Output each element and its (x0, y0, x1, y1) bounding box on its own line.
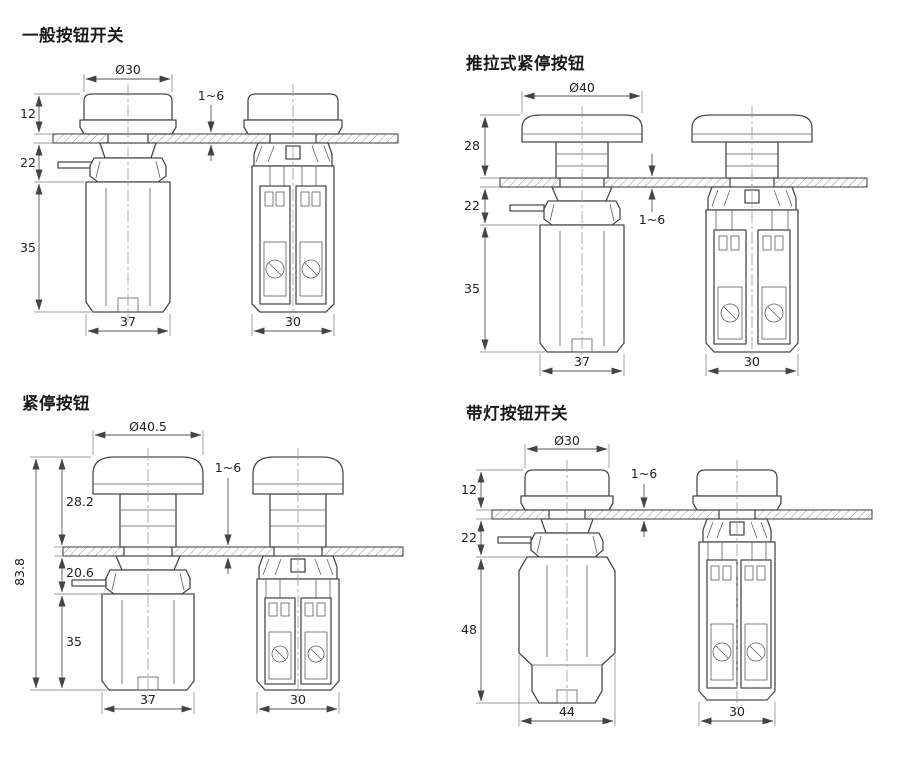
dim-mount-depth: 22 (464, 198, 480, 213)
side-view (252, 456, 344, 691)
section-general-title: 一般按钮开关 (22, 26, 124, 45)
dim-side-width: 30 (729, 704, 745, 719)
dim-front-width: 37 (574, 354, 590, 369)
drawing-general: Ø30 1~6 12 22 35 37 30 (20, 62, 399, 336)
terminal-screw (307, 645, 325, 663)
contact-block-right (300, 597, 332, 685)
centerlines (127, 84, 294, 322)
contact-block-left (259, 185, 291, 305)
front-view (509, 114, 643, 353)
dim-body-height: 35 (66, 634, 82, 649)
dim-mount-depth: 22 (461, 530, 477, 545)
front-view (57, 93, 177, 313)
dimensions: Ø40 28 22 35 1~6 37 30 (464, 82, 799, 376)
section-pushpull: 推拉式紧停按钮 (452, 50, 892, 384)
dim-front-width: 44 (559, 704, 575, 719)
switch-body (539, 224, 625, 353)
section-estop: 紧停按钮 (8, 390, 443, 722)
terminal-screw (746, 642, 766, 662)
dim-diameter: Ø40.5 (129, 422, 167, 434)
dim-mount-depth: 22 (20, 155, 36, 170)
terminal-screw (764, 303, 784, 323)
dimensions: Ø40.5 28.2 20.6 35 83.8 1~6 37 3 (12, 422, 340, 714)
dim-side-width: 30 (285, 314, 301, 329)
drawing-pushpull: Ø40 28 22 35 1~6 37 30 (464, 82, 868, 376)
release-lever (509, 204, 545, 212)
dimensions: Ø30 1~6 12 22 35 37 30 (20, 62, 335, 336)
section-pushpull-title: 推拉式紧停按钮 (466, 54, 585, 73)
dim-collar-height: 20.6 (66, 565, 94, 580)
dim-diameter: Ø40 (569, 82, 595, 95)
drawing-illuminated: Ø30 12 22 48 1~6 44 30 (461, 433, 873, 726)
contact-block-left (264, 597, 296, 685)
section-illuminated: 带灯按钮开关 (452, 400, 897, 732)
section-estop-title: 紧停按钮 (22, 394, 90, 413)
dim-side-width: 30 (290, 692, 306, 707)
dim-head-height: 28 (464, 138, 480, 153)
section-general: 一般按钮开关 (8, 22, 448, 350)
dim-side-width: 30 (744, 354, 760, 369)
terminal-screw (271, 645, 289, 663)
dim-head-height: 12 (461, 482, 477, 497)
dim-body-height: 48 (461, 622, 477, 637)
panel-plate (491, 509, 873, 520)
dim-diameter: Ø30 (554, 433, 580, 448)
panel-plate (62, 546, 404, 557)
dim-panel-thickness: 1~6 (198, 88, 224, 103)
release-lever (497, 536, 532, 544)
panel-plate (52, 133, 399, 144)
release-lever (57, 161, 93, 169)
side-view (692, 469, 782, 701)
dim-body-height: 35 (20, 240, 36, 255)
terminal-screw (720, 303, 740, 323)
dim-front-width: 37 (120, 314, 136, 329)
section-illuminated-title: 带灯按钮开关 (466, 404, 568, 423)
dim-front-width: 37 (140, 692, 156, 707)
centerlines (147, 448, 299, 702)
contact-block-right (295, 185, 327, 305)
front-view (497, 469, 616, 704)
dim-overall-height: 83.8 (12, 558, 27, 586)
dimensions: Ø30 12 22 48 1~6 44 30 (461, 433, 776, 726)
terminal-screw (265, 259, 285, 279)
drawing-estop: Ø40.5 28.2 20.6 35 83.8 1~6 37 3 (12, 422, 404, 714)
dim-diameter: Ø30 (115, 62, 141, 77)
dim-panel-thickness: 1~6 (631, 466, 657, 481)
panel-plate (499, 177, 868, 188)
release-lever (71, 579, 107, 587)
terminal-screw (301, 259, 321, 279)
dim-panel-thickness: 1~6 (639, 212, 665, 227)
dim-panel-thickness: 1~6 (215, 460, 241, 475)
dim-body-height: 35 (464, 281, 480, 296)
dim-head-height: 12 (20, 106, 36, 121)
terminal-screw (712, 642, 732, 662)
centerlines (581, 106, 753, 364)
centerlines (566, 460, 738, 714)
dim-head-height: 28.2 (66, 494, 94, 509)
